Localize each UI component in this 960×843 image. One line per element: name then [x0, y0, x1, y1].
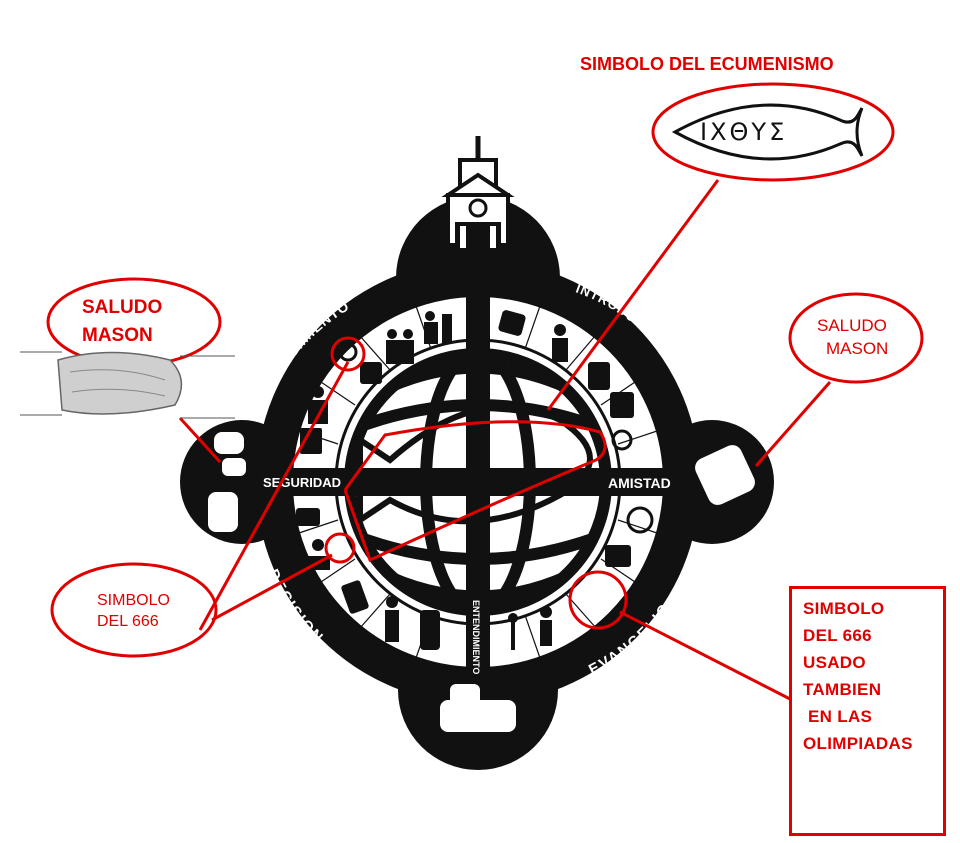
simbolo-666-line1: SIMBOLO [97, 592, 170, 609]
annotation-text: SIMBOLO DEL ECUMENISMO IXΘΥΣ SALUDO MASO… [82, 54, 888, 630]
saludo-left-line1: SALUDO [82, 297, 162, 318]
fish-symbol [671, 103, 864, 161]
ring-icons [296, 310, 654, 650]
wheel-emblem [180, 136, 774, 770]
fish-ellipse [651, 82, 895, 182]
title-ecumenismo: SIMBOLO DEL ECUMENISMO [580, 54, 834, 74]
handshake-illustration [20, 351, 235, 419]
circle-666-top [330, 336, 366, 372]
circle-666-left [324, 532, 356, 564]
annotations [46, 82, 924, 702]
box-line-1: SIMBOLO [803, 599, 885, 618]
box-line-2: DEL 666 [803, 626, 872, 645]
simbolo-666-box: SIMBOLO DEL 666 USADO TAMBIEN EN LAS OLI… [789, 586, 946, 836]
label-seguridad: SEGURIDAD [263, 475, 341, 490]
box-line-5: EN LAS [803, 707, 873, 726]
saludo-left-ellipse [46, 277, 222, 367]
label-entendimiento: ENTENDIMIENTO [471, 600, 481, 674]
lobe-icons [208, 432, 755, 732]
saludo-right-line2: MASON [826, 339, 888, 358]
box-line-3: USADO [803, 653, 866, 672]
saludo-left-line2: MASON [82, 325, 153, 346]
simbolo-666-ellipse [50, 562, 218, 658]
label-amistad: AMISTAD [608, 475, 671, 491]
box-line-4: TAMBIEN [803, 680, 882, 699]
saludo-right-line1: SALUDO [817, 316, 887, 335]
circle-666-bottom [568, 570, 628, 630]
church-spire [441, 136, 515, 250]
simbolo-666-line2: DEL 666 [97, 613, 159, 630]
fish-text: IXΘΥΣ [700, 118, 787, 146]
saludo-right-ellipse [788, 292, 924, 384]
vertical-bar [466, 250, 490, 710]
box-line-6: OLIMPIADAS [803, 734, 913, 753]
